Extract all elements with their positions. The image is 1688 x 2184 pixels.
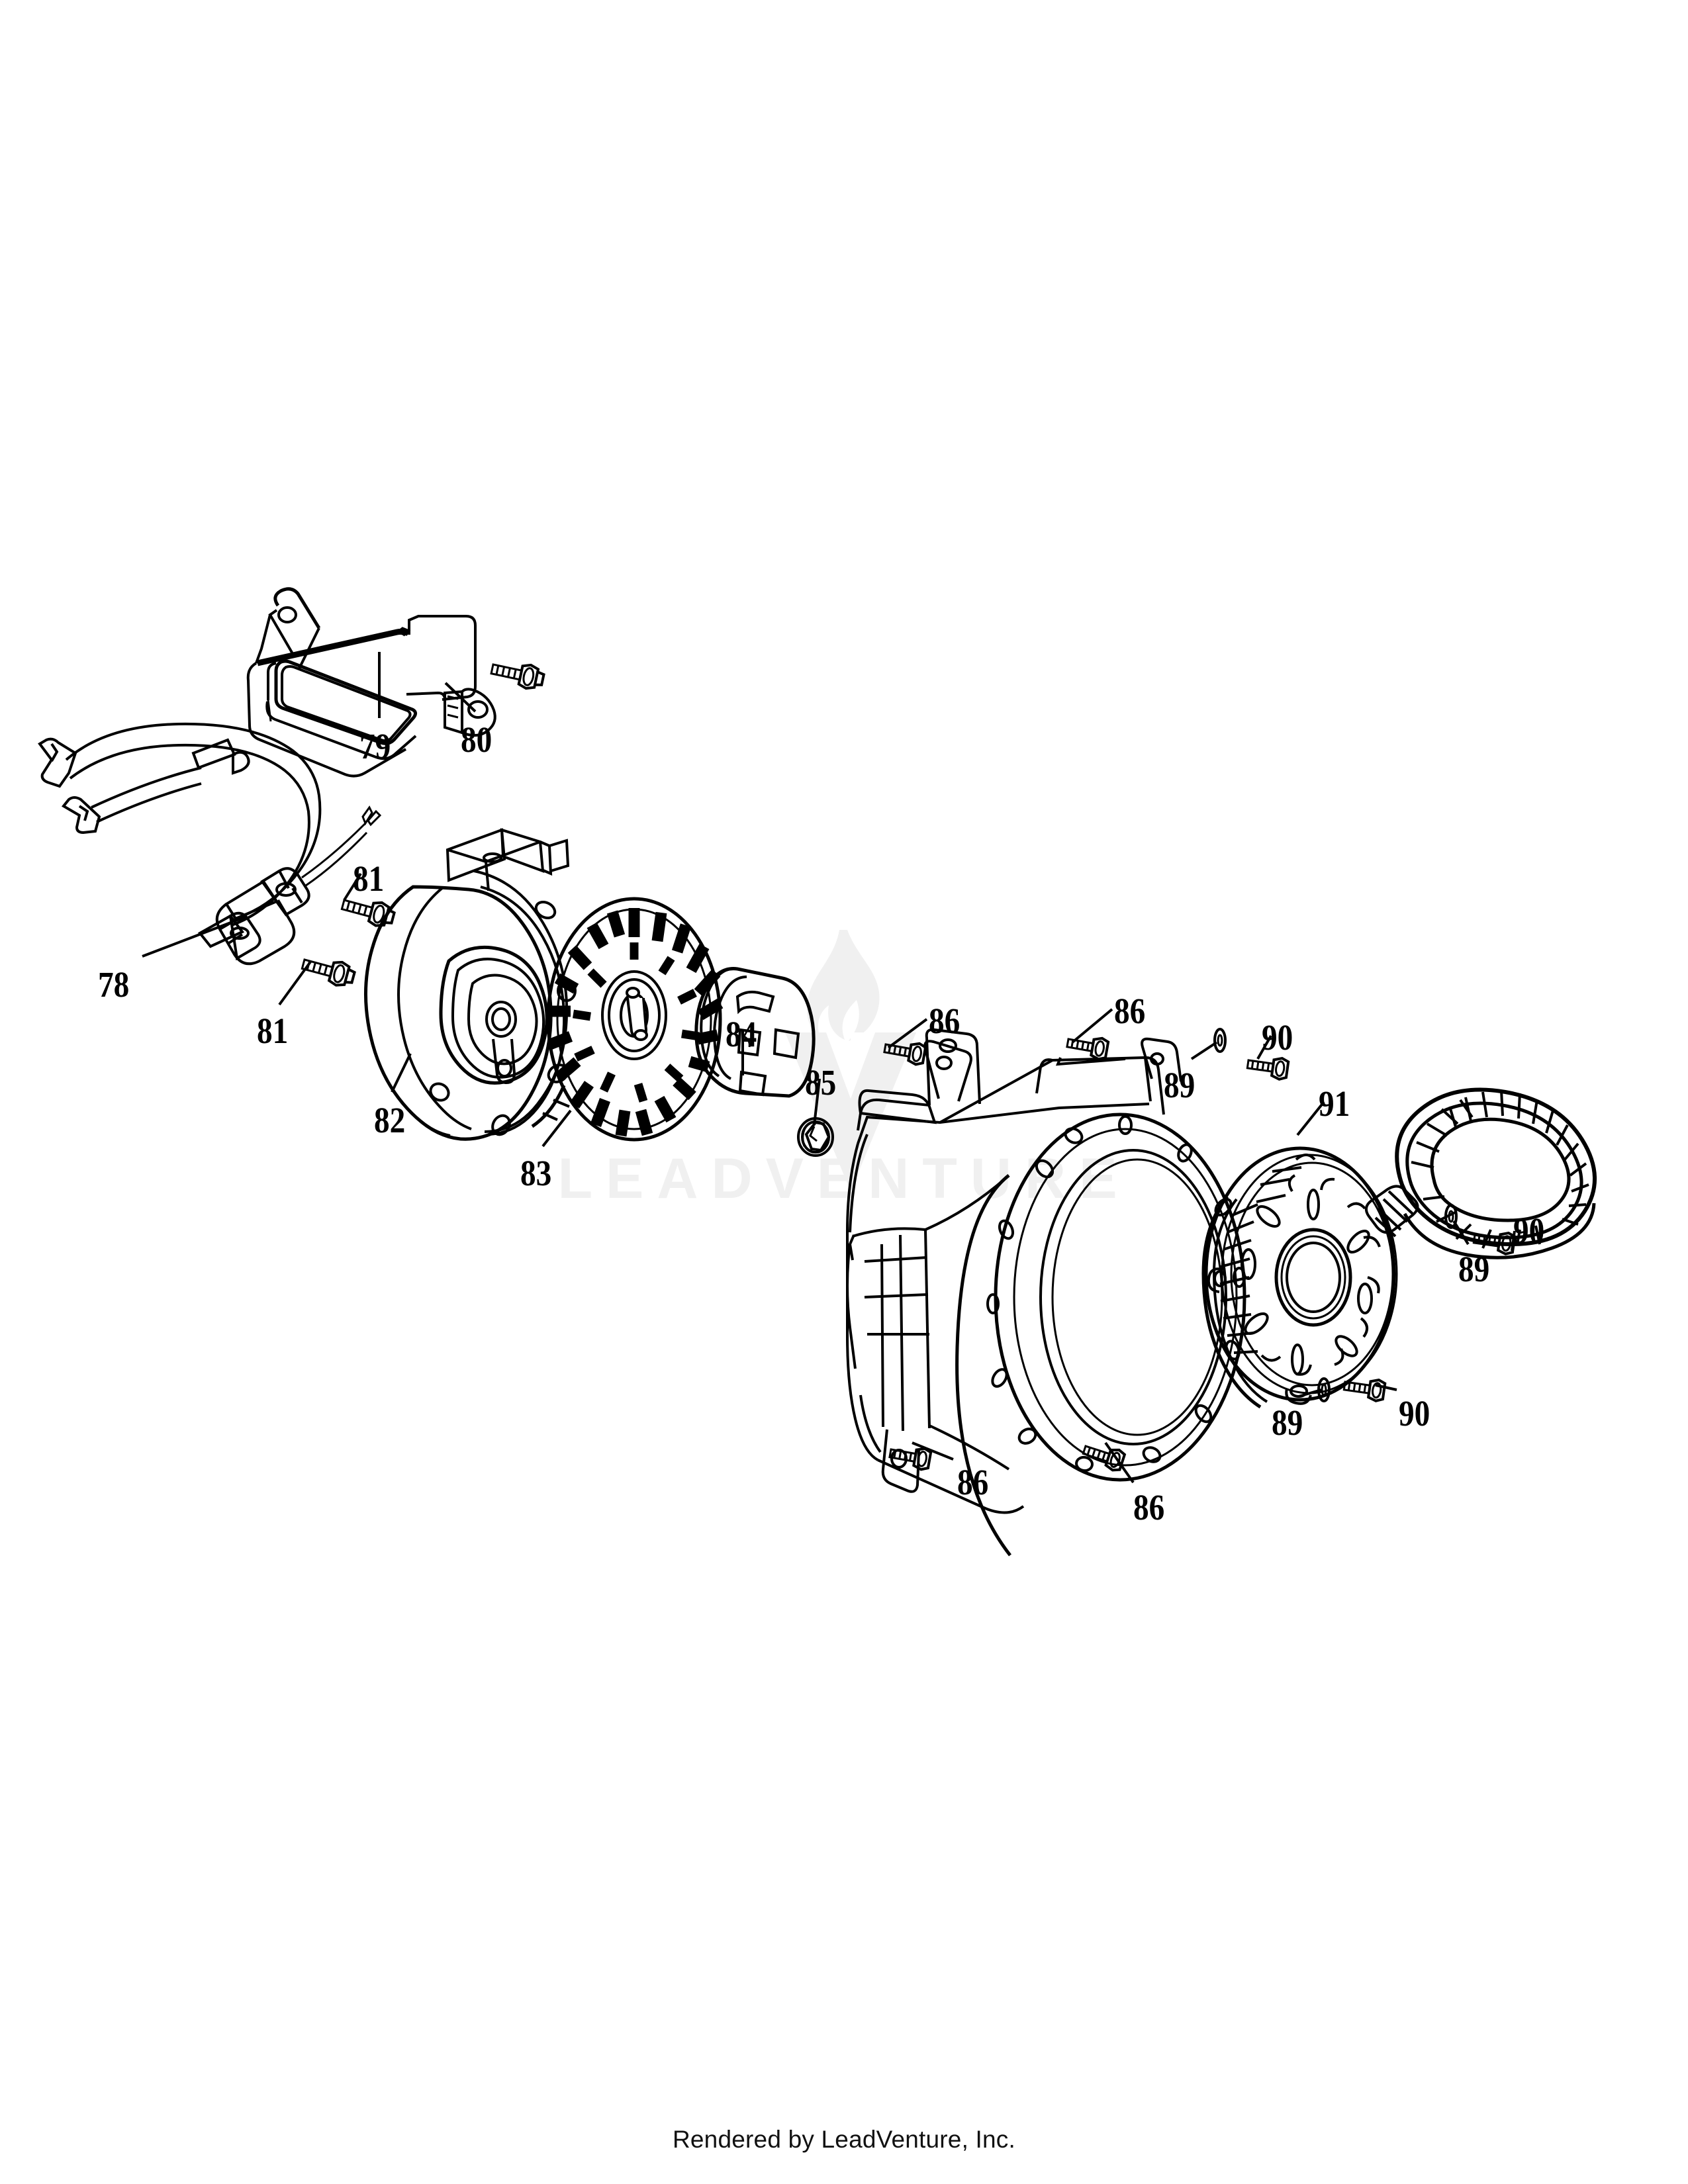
part-80-shroud-screw [488,656,547,693]
callout-82: 82 [374,1100,406,1140]
callout-90-right: 90 [1513,1210,1545,1251]
part-82-flywheel [364,828,577,1141]
callout-89-lower: 89 [1272,1402,1303,1443]
callout-89-upper: 89 [1164,1065,1196,1105]
svg-text:LEADVENTURE: LEADVENTURE [557,1147,1130,1210]
part-79-cylinder-head-shroud [246,587,496,778]
callout-90-upper: 90 [1262,1017,1293,1058]
callout-86-upper-right: 86 [1114,991,1146,1031]
callout-83: 83 [520,1153,552,1193]
callout-89-right: 89 [1458,1249,1490,1289]
part-90-screw-upper [1244,1052,1290,1082]
part-84-starter-cup [694,967,816,1098]
callout-leader-lines [142,652,1521,1484]
part-86-screw-upper-right [1064,1031,1110,1062]
callout-80: 80 [461,719,492,760]
callout-86-lower-left: 86 [957,1462,989,1502]
callout-91: 91 [1319,1083,1350,1124]
rendered-by-footer: Rendered by LeadVenture, Inc. [672,2126,1015,2153]
starter-handle [1395,1087,1597,1259]
callout-81-lower: 81 [257,1011,289,1051]
part-88-blower-housing [846,1028,1246,1557]
callout-86-upper-left: 86 [929,1001,961,1041]
part-83-cooling-fan [546,897,724,1142]
callout-79: 79 [359,726,391,766]
leadventure-watermark: LEADVENTURE [557,930,1130,1210]
callout-81-upper: 81 [353,858,385,899]
callout-85: 85 [805,1062,837,1103]
callout-86-lower-right: 86 [1133,1487,1165,1527]
callout-84: 84 [726,1014,757,1054]
callout-90-lower: 90 [1399,1393,1430,1433]
part-89-washer-upper [1213,1028,1227,1053]
callout-78: 78 [98,964,130,1005]
part-78-ignition-coil-assembly [38,722,382,966]
part-81-coil-bolt-lower [299,951,358,991]
